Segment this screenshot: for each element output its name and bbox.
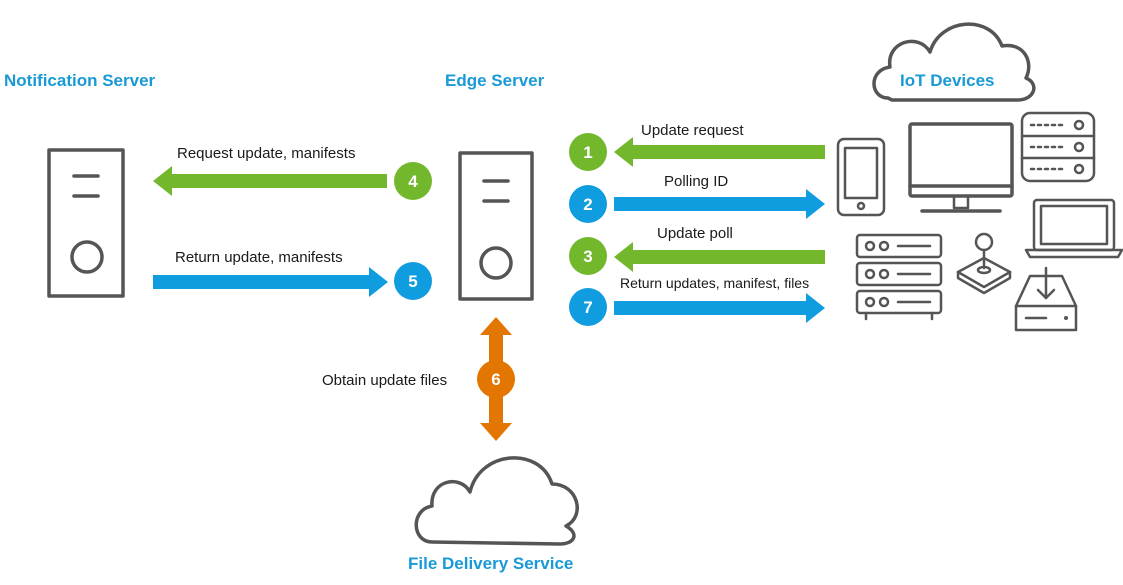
edge-server-icon	[458, 151, 534, 301]
step-badge-6: 6	[477, 360, 515, 398]
file-delivery-title: File Delivery Service	[408, 554, 573, 573]
step-label-4: Request update, manifests	[177, 145, 355, 162]
step-badge-2: 2	[569, 185, 607, 223]
step-label-2: Polling ID	[664, 173, 728, 190]
edge-server-title: Edge Server	[445, 71, 545, 90]
arrow-step-5	[153, 267, 388, 297]
iot-devices-title: IoT Devices	[900, 71, 995, 90]
svg-text:1: 1	[583, 143, 592, 162]
arrow-step-7	[614, 293, 825, 323]
svg-text:5: 5	[408, 272, 417, 291]
joystick-icon	[956, 232, 1012, 295]
notification-server-title: Notification Server	[4, 71, 156, 90]
step-label-5: Return update, manifests	[175, 249, 343, 266]
arrow-step-2	[614, 189, 825, 219]
svg-text:3: 3	[583, 247, 592, 266]
step-badge-1: 1	[569, 133, 607, 171]
svg-text:2: 2	[583, 195, 592, 214]
step-label-6: Obtain update files	[322, 372, 447, 389]
svg-text:7: 7	[583, 298, 592, 317]
step-badge-4: 4	[394, 162, 432, 200]
step-badge-3: 3	[569, 237, 607, 275]
arrow-step-3	[614, 242, 825, 272]
step-label-3: Update poll	[657, 225, 733, 242]
iot-cloud-icon	[872, 22, 1036, 102]
laptop-icon	[1024, 198, 1123, 259]
step-label-7: Return updates, manifest, files	[620, 275, 809, 291]
server-stack-icon	[855, 233, 943, 321]
file-delivery-cloud-icon	[414, 456, 579, 546]
step-badge-7: 7	[569, 288, 607, 326]
arrow-step-1	[614, 137, 825, 167]
arrow-step-4	[153, 166, 387, 196]
notification-server-icon	[47, 148, 125, 298]
step-badge-5: 5	[394, 262, 432, 300]
desktop-monitor-icon	[908, 122, 1014, 213]
rack-server-icon	[1020, 111, 1096, 183]
svg-text:4: 4	[408, 172, 418, 191]
phone-icon	[836, 137, 886, 217]
svg-text:6: 6	[491, 370, 500, 389]
download-drive-icon	[1014, 266, 1078, 332]
step-label-1: Update request	[641, 122, 744, 139]
